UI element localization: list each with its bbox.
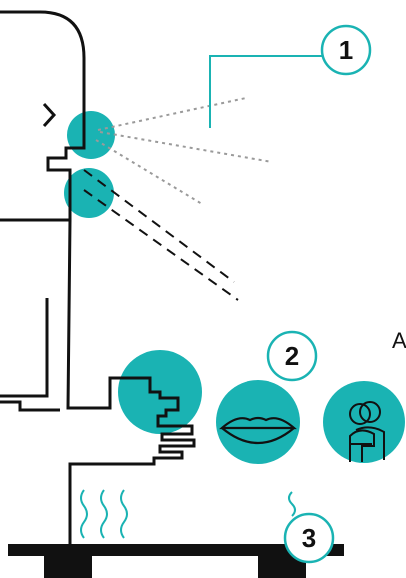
mouth-droplet-circle <box>67 111 115 159</box>
edge-letter: A <box>392 328 406 354</box>
heat-wave-icon <box>81 490 295 538</box>
badge-3-number: 3 <box>302 523 316 553</box>
heat-wave-1 <box>81 490 87 538</box>
heat-wave-2 <box>101 490 107 538</box>
eye-icon <box>44 104 54 126</box>
spray-line-1 <box>98 98 246 130</box>
badge-1-number: 1 <box>339 35 353 65</box>
heat-wave-3 <box>121 490 127 538</box>
dash-line-1 <box>84 170 234 282</box>
sneeze-droplets-icon <box>96 98 272 204</box>
heat-wave-small <box>289 492 295 516</box>
badge-2-number: 2 <box>285 341 299 371</box>
callout-1-leader <box>210 56 322 128</box>
spray-line-2 <box>100 132 272 162</box>
hug-circle <box>323 381 405 463</box>
table-leg-left <box>44 556 92 578</box>
dash-line-2 <box>84 190 238 300</box>
head-profile-outline <box>0 12 84 220</box>
arm-outline <box>0 298 60 410</box>
